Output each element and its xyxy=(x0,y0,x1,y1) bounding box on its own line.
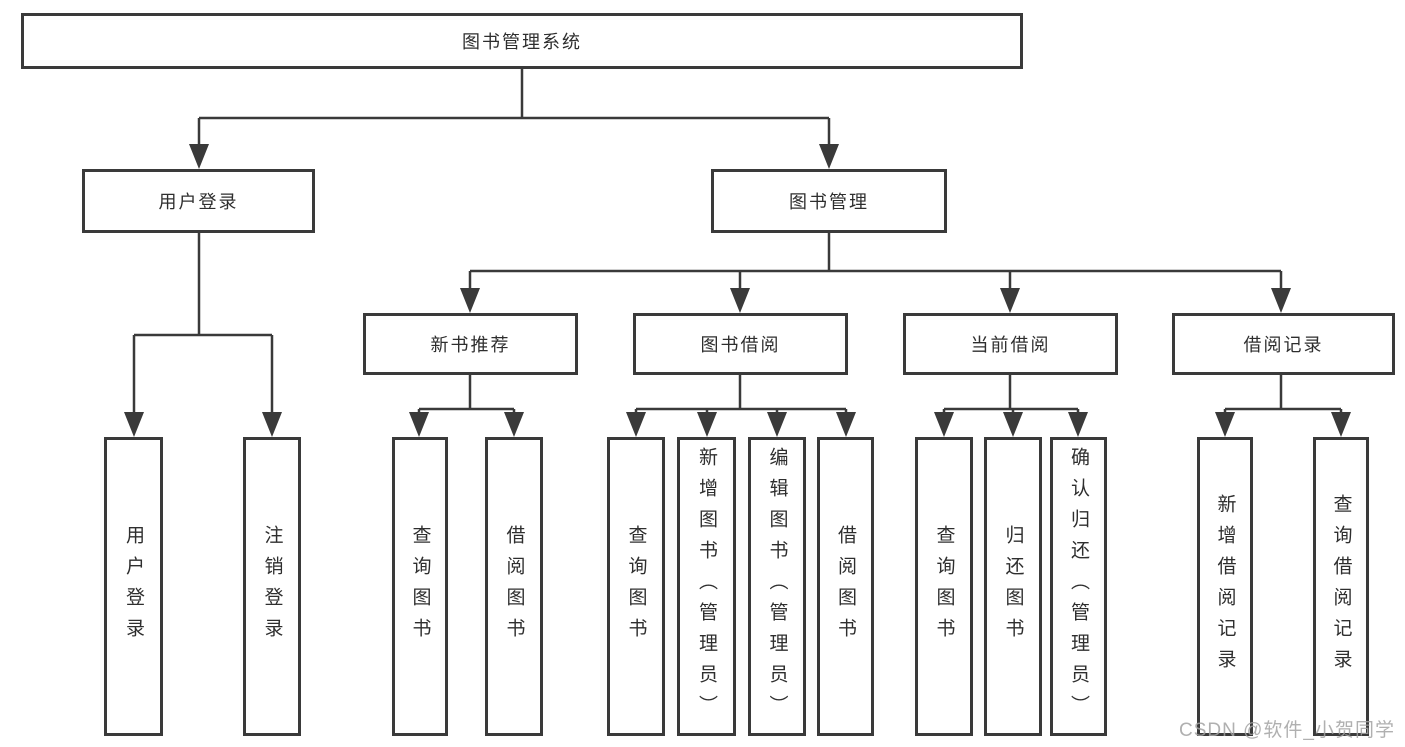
node-leaf-confirm-return-admin-label: 确认归还（管理员） xyxy=(1068,447,1089,726)
node-new-book-recommend-label: 新书推荐 xyxy=(430,335,511,355)
node-leaf-query-books-current: 查询图书 xyxy=(915,437,973,736)
node-book-management-label: 图书管理 xyxy=(789,192,869,212)
node-leaf-query-books-recommend: 查询图书 xyxy=(392,437,448,736)
node-leaf-query-books-borrow-label: 查询图书 xyxy=(625,524,647,649)
node-leaf-borrow-books-label: 借阅图书 xyxy=(835,524,856,649)
node-root-system-label: 图书管理系统 xyxy=(462,32,582,52)
node-user-login-label: 用户登录 xyxy=(158,192,239,212)
node-user-login: 用户登录 xyxy=(82,169,315,233)
node-book-management: 图书管理 xyxy=(711,169,947,233)
node-leaf-query-borrow-record: 查询借阅记录 xyxy=(1313,437,1369,736)
node-current-borrowing: 当前借阅 xyxy=(903,313,1118,375)
node-new-book-recommend: 新书推荐 xyxy=(363,313,578,375)
node-leaf-user-login-label: 用户登录 xyxy=(123,524,144,649)
edge-book-management-children xyxy=(460,233,1291,313)
node-leaf-edit-books-admin: 编辑图书（管理员） xyxy=(748,437,806,736)
edge-new-book-recommend-children xyxy=(409,375,524,437)
node-leaf-return-books: 归还图书 xyxy=(984,437,1042,736)
edge-book-borrowing-children xyxy=(626,375,856,437)
edge-user-login-children xyxy=(124,233,282,437)
node-leaf-logout: 注销登录 xyxy=(243,437,301,736)
edge-current-borrowing-children xyxy=(934,375,1088,437)
node-borrowing-records-label: 借阅记录 xyxy=(1243,335,1324,355)
node-leaf-confirm-return-admin: 确认归还（管理员） xyxy=(1050,437,1107,736)
node-borrowing-records: 借阅记录 xyxy=(1172,313,1395,375)
node-book-borrowing: 图书借阅 xyxy=(633,313,848,375)
edge-borrowing-records-children xyxy=(1215,375,1351,437)
node-leaf-borrow-books-recommend-label: 借阅图书 xyxy=(503,524,525,649)
node-leaf-add-borrow-record: 新增借阅记录 xyxy=(1197,437,1253,736)
node-leaf-query-books-borrow: 查询图书 xyxy=(607,437,665,736)
node-leaf-query-books-recommend-label: 查询图书 xyxy=(409,524,431,649)
node-leaf-query-borrow-record-label: 查询借阅记录 xyxy=(1330,493,1352,680)
node-leaf-add-books-admin-label: 新增图书（管理员） xyxy=(696,447,717,726)
node-leaf-borrow-books: 借阅图书 xyxy=(817,437,874,736)
node-root-system: 图书管理系统 xyxy=(21,13,1023,69)
node-leaf-borrow-books-recommend: 借阅图书 xyxy=(485,437,543,736)
node-book-borrowing-label: 图书借阅 xyxy=(700,335,781,355)
edge-root-to-level2 xyxy=(189,69,839,169)
node-leaf-edit-books-admin-label: 编辑图书（管理员） xyxy=(766,447,788,726)
node-leaf-logout-label: 注销登录 xyxy=(261,524,283,649)
node-leaf-return-books-label: 归还图书 xyxy=(1002,524,1024,649)
node-leaf-add-books-admin: 新增图书（管理员） xyxy=(677,437,736,736)
node-leaf-query-books-current-label: 查询图书 xyxy=(933,524,955,649)
node-leaf-add-borrow-record-label: 新增借阅记录 xyxy=(1214,493,1236,680)
node-current-borrowing-label: 当前借阅 xyxy=(970,335,1051,355)
csdn-watermark: CSDN @软件_小贺同学 xyxy=(1179,720,1395,741)
node-leaf-user-login: 用户登录 xyxy=(104,437,163,736)
